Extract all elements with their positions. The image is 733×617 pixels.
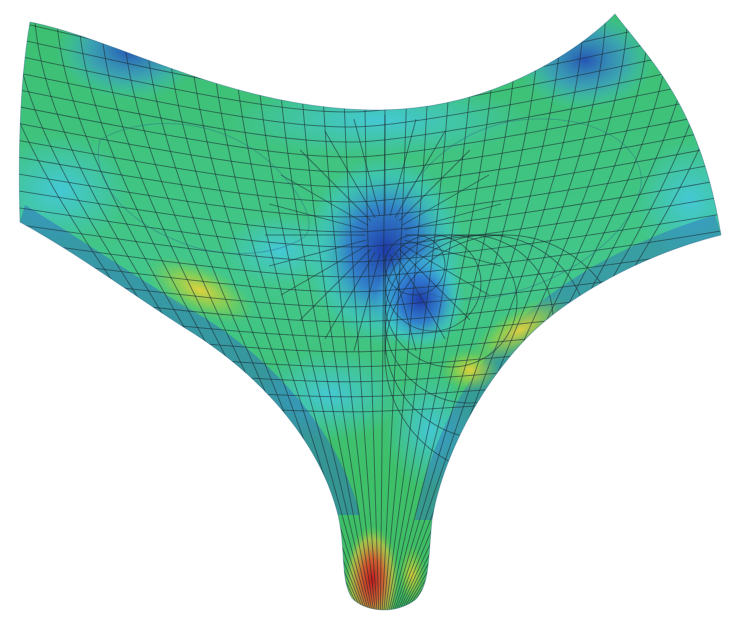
mesh-line	[19, 75, 722, 143]
mesh-line	[384, 234, 446, 296]
mesh-line	[384, 234, 518, 368]
mesh-line	[299, 248, 372, 321]
mesh-line	[280, 244, 368, 296]
mesh-line	[19, 92, 722, 158]
mesh-line	[19, 143, 722, 203]
mesh-line	[19, 109, 722, 173]
mesh-line	[389, 254, 417, 352]
mesh-line	[268, 203, 366, 231]
mesh-line	[19, 245, 722, 293]
mesh-line	[19, 177, 722, 233]
mesh-line	[299, 149, 372, 222]
mesh-line	[353, 254, 381, 352]
mesh-line	[394, 14, 563, 610]
mesh-line	[19, 58, 722, 128]
mesh-line	[404, 239, 502, 267]
mesh-line	[353, 118, 381, 216]
mesh-line	[384, 234, 554, 404]
mesh-line	[324, 130, 376, 218]
mesh-line	[280, 174, 368, 226]
mesh-line	[19, 194, 722, 248]
mesh-line	[268, 239, 366, 267]
mesh-line	[19, 228, 722, 278]
mesh-line	[404, 203, 502, 231]
mesh-line	[389, 118, 417, 216]
mesh-line	[398, 248, 471, 321]
mesh-line	[402, 174, 490, 226]
mesh-line	[398, 149, 471, 222]
mesh-line	[384, 234, 482, 332]
mesh-line	[324, 252, 376, 340]
mesh-line	[19, 160, 722, 218]
